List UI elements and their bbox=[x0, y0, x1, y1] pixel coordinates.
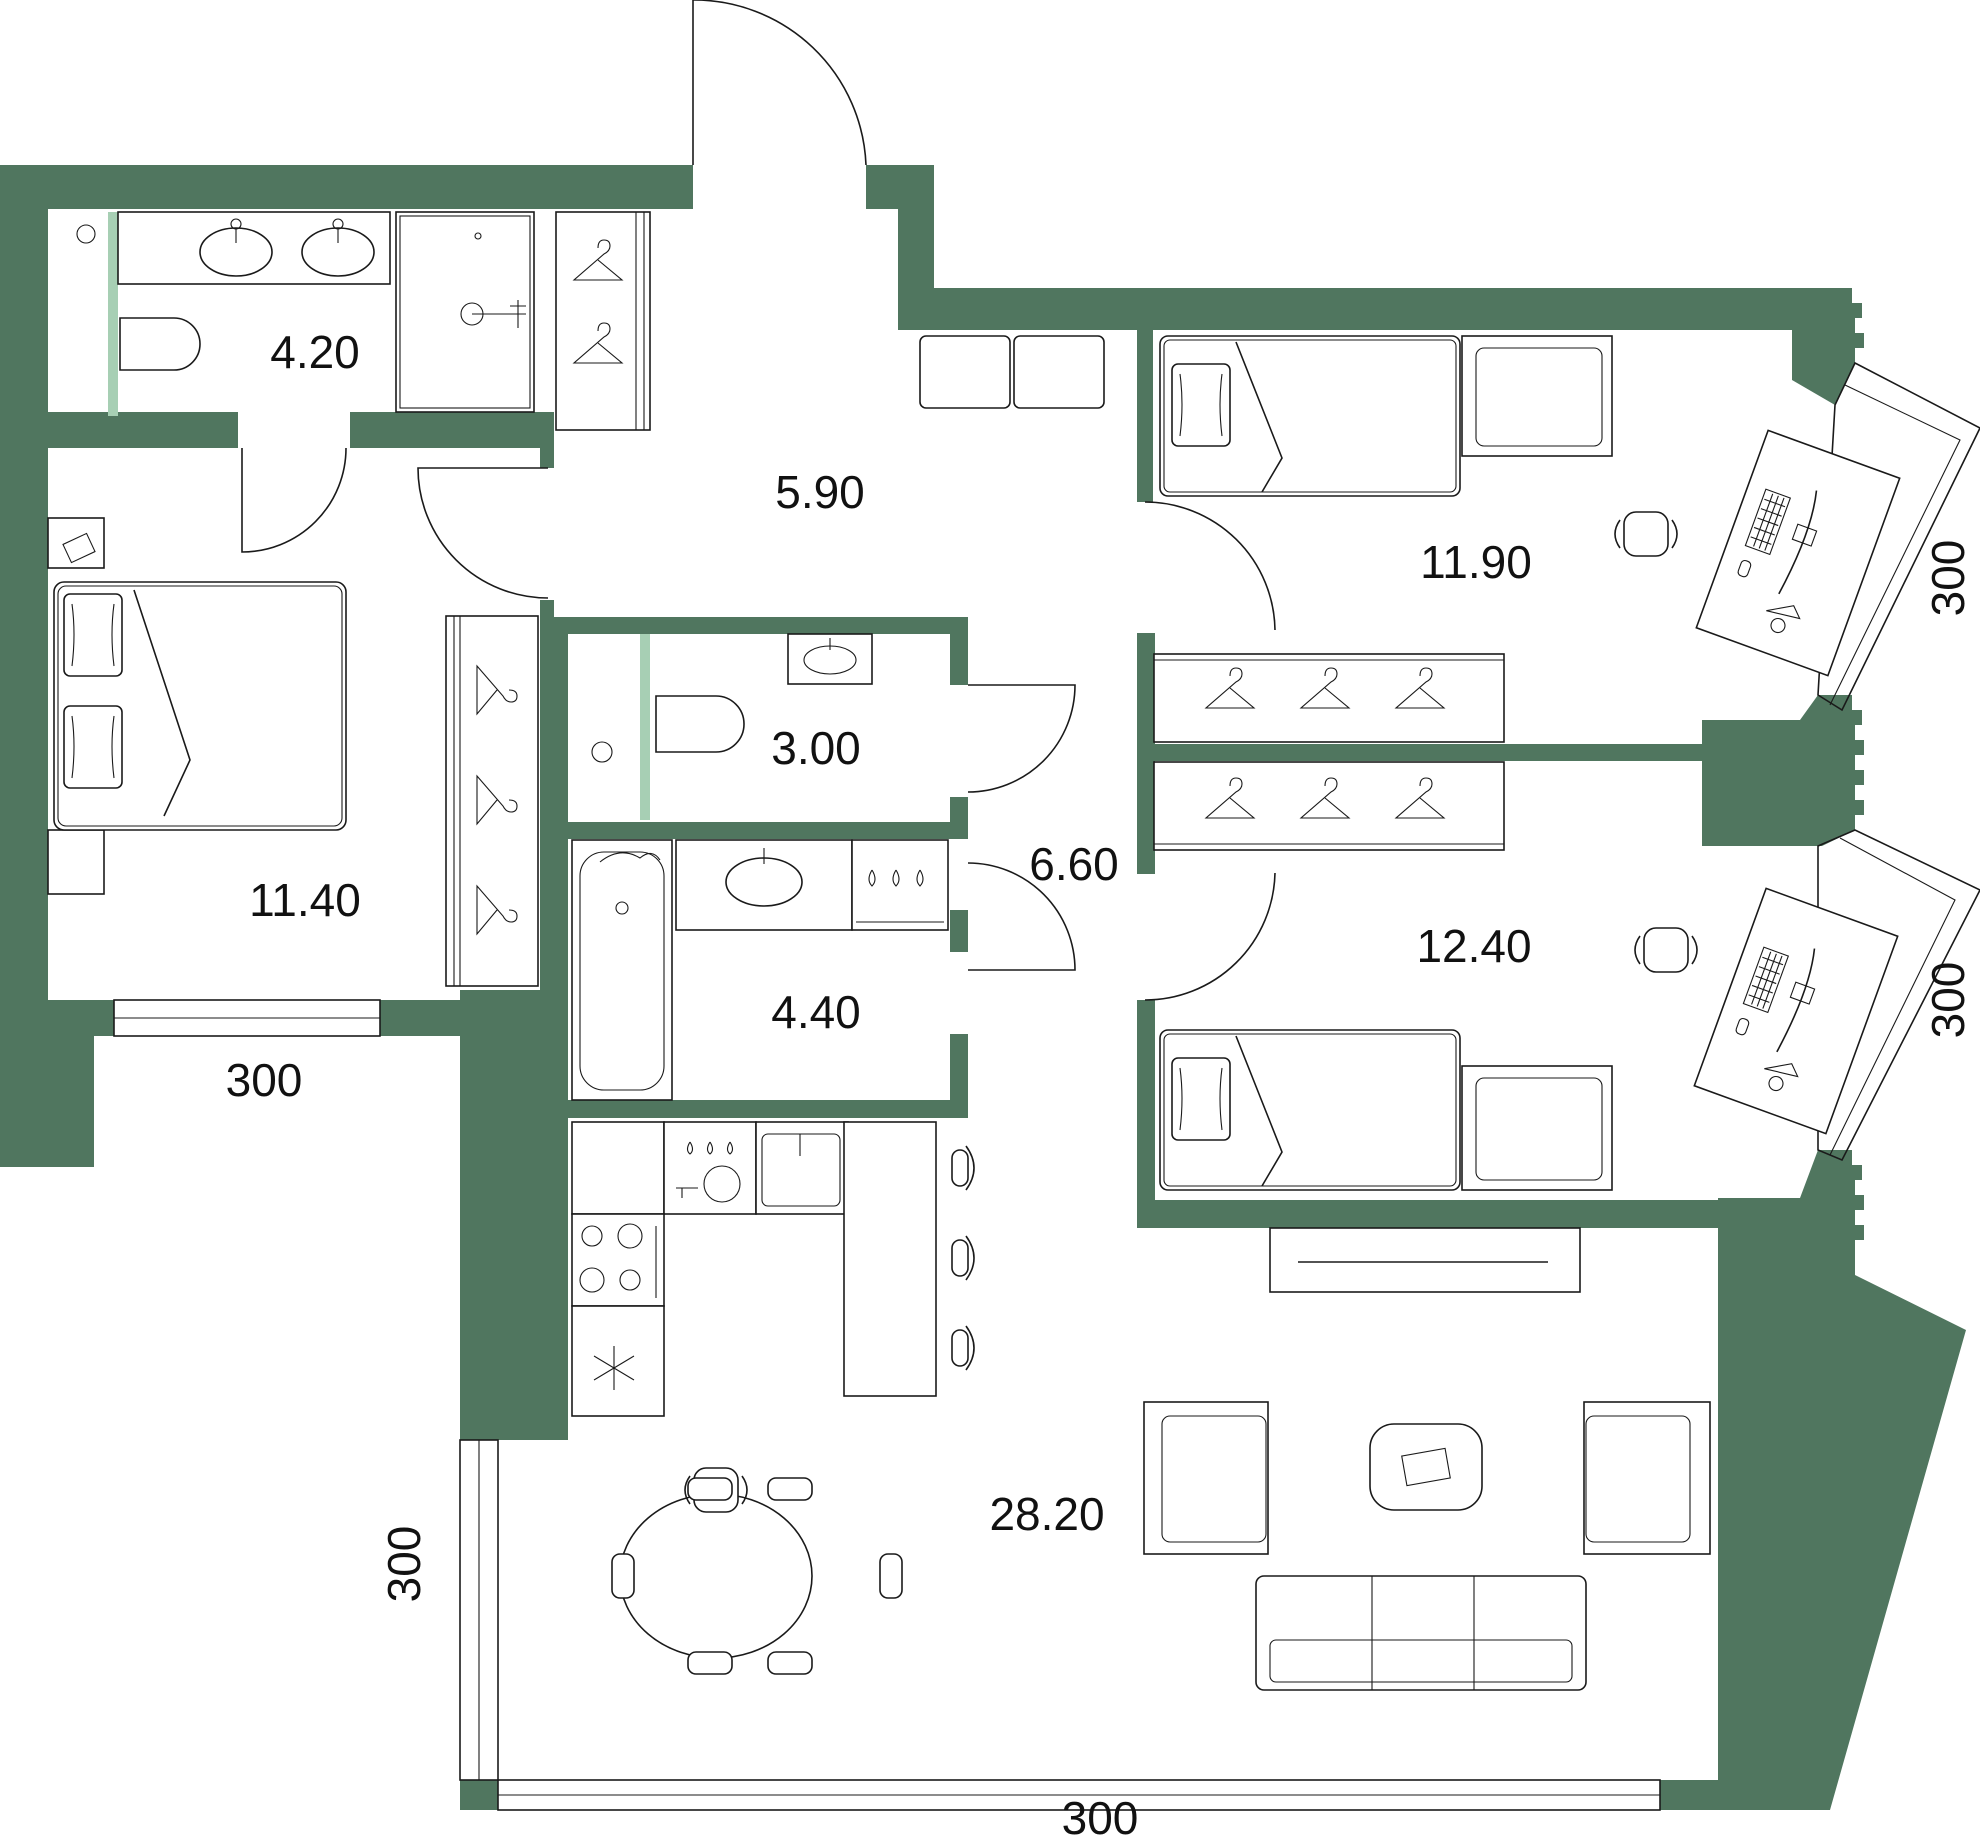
living-furniture bbox=[611, 1227, 1711, 1691]
entrance-door bbox=[692, 0, 867, 166]
door-wc bbox=[967, 684, 1076, 793]
area-bathroom-mid: 4.40 bbox=[771, 986, 861, 1038]
dim-window-right-top: 300 bbox=[1922, 540, 1974, 617]
dimension-labels: 300 300 300 300 300 bbox=[226, 540, 1974, 1844]
doors bbox=[241, 0, 1276, 1001]
room-labels: 4.20 5.90 11.40 3.00 4.40 6.60 11.90 12.… bbox=[249, 326, 1532, 1540]
door-bedroom-bottom bbox=[1144, 872, 1276, 1001]
dim-window-right-bottom: 300 bbox=[1922, 962, 1974, 1039]
door-hall-left bbox=[417, 467, 549, 599]
bedroom-top-right-furniture bbox=[1153, 335, 1901, 743]
area-wc: 3.00 bbox=[771, 722, 861, 774]
dim-window-living-bottom: 300 bbox=[1062, 1792, 1139, 1844]
area-bedroom-bottom-right: 12.40 bbox=[1416, 920, 1531, 972]
dim-window-bedroom-left: 300 bbox=[226, 1054, 303, 1106]
area-hall: 5.90 bbox=[775, 466, 865, 518]
bathroom-top-fixtures bbox=[76, 211, 651, 431]
windows bbox=[113, 361, 1980, 1811]
bedroom-bottom-right-furniture bbox=[1153, 761, 1899, 1191]
bathroom-mid-fixtures bbox=[571, 839, 949, 1101]
area-bathroom-top: 4.20 bbox=[270, 326, 360, 378]
area-bedroom-top-right: 11.90 bbox=[1420, 536, 1532, 588]
door-bath-top bbox=[241, 447, 347, 553]
door-bath-mid bbox=[967, 862, 1076, 971]
door-bedroom-top bbox=[1144, 501, 1276, 631]
bedroom-left-furniture bbox=[47, 517, 539, 987]
area-living-kitchen: 28.20 bbox=[989, 1488, 1104, 1540]
wc-fixtures bbox=[591, 633, 873, 763]
area-corridor: 6.60 bbox=[1029, 838, 1119, 890]
glass-partitions bbox=[108, 212, 650, 820]
area-bedroom-left: 11.40 bbox=[249, 874, 361, 926]
kitchen-furniture bbox=[571, 1121, 975, 1417]
dim-window-living-left: 300 bbox=[378, 1526, 430, 1603]
walls bbox=[0, 165, 1966, 1810]
hall-furniture bbox=[919, 335, 1105, 409]
